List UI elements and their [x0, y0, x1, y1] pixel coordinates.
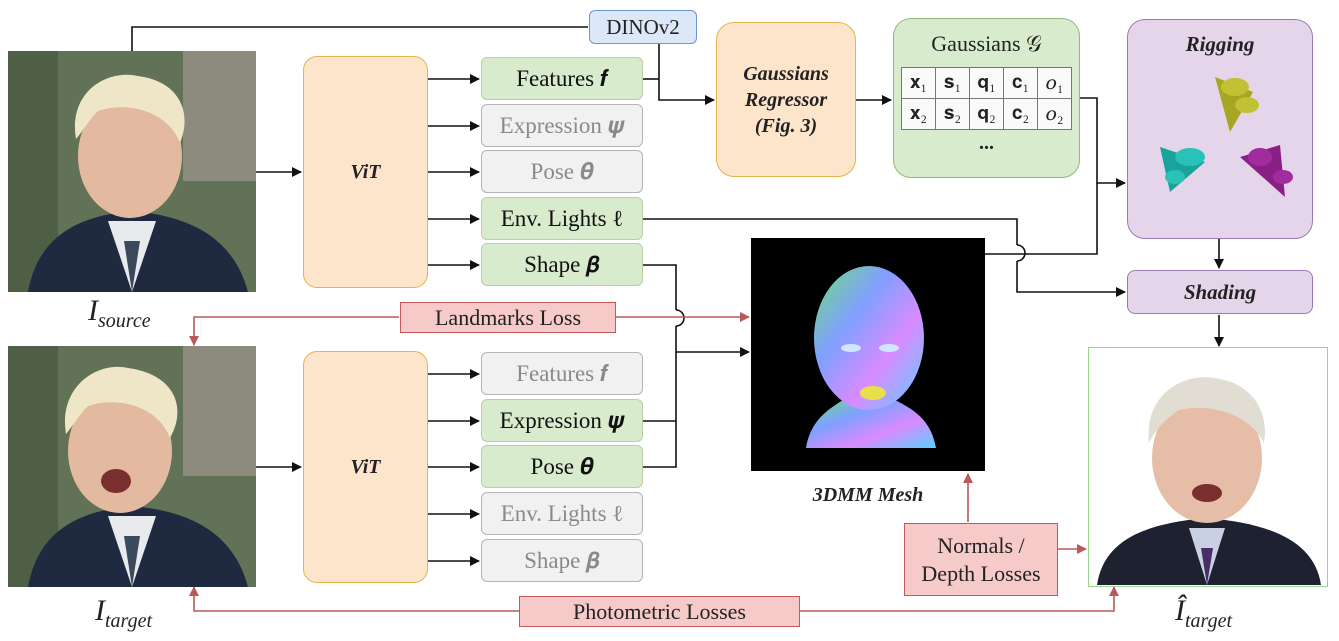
feature-features-bottom: Features 𝒇 [481, 352, 643, 395]
output-label: Îtarget [1175, 594, 1233, 632]
mesh-label: 3DMM Mesh [812, 483, 924, 506]
source-image [8, 51, 256, 292]
gaussians-ellipsis: ... [979, 132, 994, 154]
source-label: Isource [88, 294, 151, 332]
shading-box: Shading [1127, 270, 1313, 314]
3dmm-mesh-image [751, 238, 985, 471]
output-image [1088, 347, 1328, 587]
feature-shape-top: Shape 𝜷 [481, 243, 643, 286]
landmarks-loss-box: Landmarks Loss [400, 302, 616, 333]
target-label: Itarget [95, 594, 153, 632]
gaussians-title: Gaussians 𝒢 [931, 31, 1042, 56]
vit-encoder-top: ViT [303, 56, 428, 288]
dinov2-box: DINOv2 [589, 10, 697, 44]
vit-encoder-bottom: ViT [303, 351, 428, 583]
feature-env-lights-top: Env. Lights ℓ [481, 197, 643, 240]
gaussians-regressor: Gaussians Regressor (Fig. 3) [716, 22, 856, 177]
normals-depth-loss-box: Normals / Depth Losses [904, 523, 1058, 596]
feature-expression-bottom: Expression 𝝍 [481, 399, 643, 442]
rigging-gaussians-illustration [1160, 77, 1293, 197]
feature-expression-top: Expression 𝝍 [481, 104, 643, 147]
target-image [8, 346, 256, 587]
feature-env-lights-bottom: Env. Lights ℓ [481, 492, 643, 535]
feature-features-top: Features 𝒇 [481, 57, 643, 100]
feature-pose-top: Pose 𝜽 [481, 150, 643, 193]
rigging-box: Rigging [1127, 19, 1313, 239]
photometric-loss-box: Photometric Losses [519, 596, 800, 627]
feature-pose-bottom: Pose 𝜽 [481, 445, 643, 488]
feature-shape-bottom: Shape 𝜷 [481, 539, 643, 582]
